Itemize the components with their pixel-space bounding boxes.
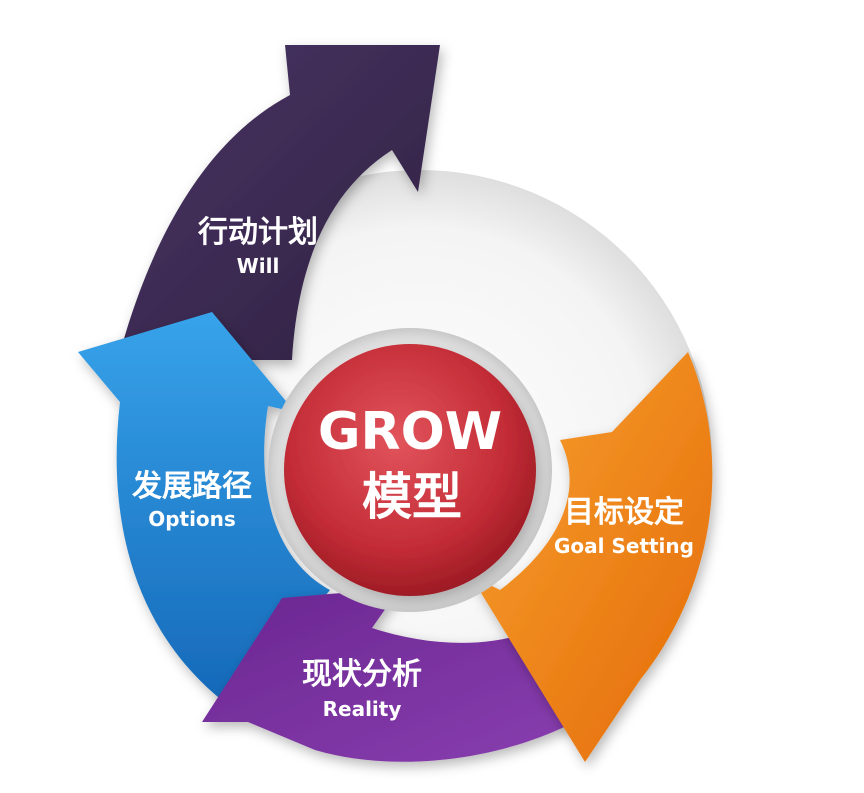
goal-label-en: Goal Setting [554,534,694,558]
center-subtitle: 模型 [362,468,462,526]
goal-label-zh: 目标设定 [564,495,684,530]
goal-arrow-shape [470,352,713,762]
options-arrow-shape [78,312,330,708]
reality-label-zh: 现状分析 [302,657,422,692]
center-circle [284,344,536,596]
will-label-zh: 行动计划 [197,215,318,250]
will-arrow-shape [118,45,440,360]
options-label-en: Options [148,507,236,531]
reality-arrow-shape [202,588,602,762]
will-label-en: Will [237,254,280,278]
center-title: GROW [318,402,502,462]
reality-label-en: Reality [323,697,402,721]
options-label-zh: 发展路径 [131,469,252,504]
